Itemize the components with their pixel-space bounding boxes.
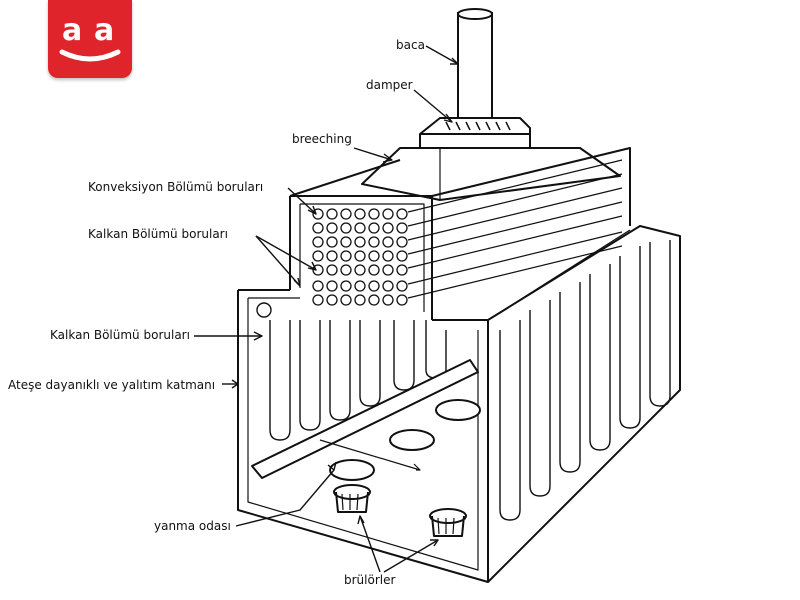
label-baca: baca (396, 38, 425, 52)
furnace-box (237, 225, 681, 583)
convection-casing (289, 147, 631, 320)
svg-text:a: a (62, 13, 82, 48)
shield-tubes-right-wall (499, 240, 671, 521)
chimney (457, 8, 493, 120)
convection-tube-grid (312, 208, 408, 306)
damper (419, 117, 531, 149)
smile-logo-icon: a a (59, 13, 121, 62)
label-convection-tubes: Konveksiyon Bölümü boruları (88, 180, 264, 194)
breeching (361, 147, 621, 201)
label-burners: brülörler (344, 573, 396, 587)
svg-text:a: a (94, 13, 114, 48)
label-shield-tubes-top: Kalkan Bölümü boruları (88, 227, 228, 241)
convection-tubes-long (407, 159, 623, 299)
burner-left (333, 484, 371, 513)
burner-right (429, 508, 467, 537)
leader-lines (194, 45, 459, 573)
label-breeching: breeching (292, 132, 352, 146)
label-shield-tubes-side: Kalkan Bölümü boruları (50, 328, 190, 342)
label-damper: damper (366, 78, 413, 92)
brand-logo: a a (48, 0, 132, 78)
label-combustion-chamber: yanma odası (154, 519, 231, 533)
label-refractory: Ateşe dayanıklı ve yalıtım katmanı (8, 378, 216, 392)
combustion-floor (251, 359, 481, 481)
